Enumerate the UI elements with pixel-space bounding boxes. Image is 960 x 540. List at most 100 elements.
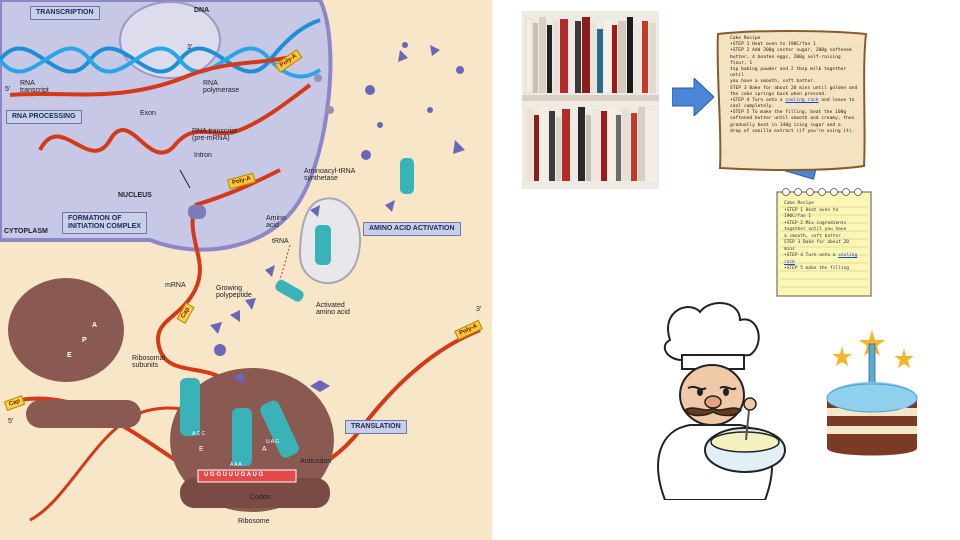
rna-transcript	[9, 53, 301, 97]
cooling-rack-link[interactable]: cooling rack	[785, 97, 819, 103]
translation-title: TRANSLATION	[345, 420, 407, 435]
three-prime-top: 3'	[187, 44, 193, 51]
parchment-background	[716, 30, 868, 171]
recipe-line: you have a smooth, soft batter.	[730, 79, 816, 85]
recipe-line: butter, 4 beaten eggs, 200g self-raising…	[730, 54, 844, 66]
recipe-step: •STEP 5 make the filling	[784, 266, 850, 272]
mrna-strand	[156, 168, 281, 391]
bookshelf-icon	[522, 11, 659, 189]
top-shelf-books	[525, 17, 656, 94]
pre-mrna-label: RNA transcript (pre-mRNA)	[192, 128, 238, 143]
recipe-line: cool completely.	[730, 104, 775, 110]
rna-polymerase-bubble	[119, 1, 221, 79]
recipe-line: •STEP 2 Add 200g caster sugar, 200g soft…	[730, 48, 852, 54]
nuclear-granule	[326, 106, 334, 114]
arrow-right-icon	[672, 78, 714, 116]
nuclear-pore	[188, 205, 206, 219]
recipe-line: and leave to	[818, 97, 855, 103]
formation-title: FORMATION OF INITIATION COMPLEX	[62, 212, 147, 235]
cooling-rack-link[interactable]: cooling	[838, 253, 858, 259]
recipe-line: the cake springs back when pressed.	[730, 91, 827, 97]
protein-synthesis-diagram: TRANSCRIPTION RNA PROCESSING FORMATION O…	[0, 0, 492, 540]
recipe-step: 190C/fan 1	[784, 214, 812, 220]
rna-processing-title: RNA PROCESSING	[6, 110, 82, 125]
anticodon-e: A C C	[192, 431, 206, 437]
activated-amino-acid-label: Activated amino acid	[316, 302, 350, 317]
recipe-line: •STEP 5 To make the filling, beat the 10…	[730, 110, 847, 116]
chef-icon	[657, 301, 786, 500]
trna-e	[180, 378, 200, 436]
recipe-card-1-text: Cake Recipe •STEP 1 Heat oven to 190C/fa…	[730, 36, 858, 135]
exon-label: Exon	[140, 110, 156, 117]
activated-trna	[275, 280, 304, 302]
trna-label: tRNA	[272, 238, 289, 245]
site-e-label: E	[199, 446, 204, 453]
cooling-rack-link[interactable]: rack	[784, 259, 795, 265]
recipe-step: STEP 3 Bake for about 20	[784, 240, 850, 246]
subunit-p-label: P	[82, 337, 87, 344]
trna-a	[260, 400, 299, 458]
activation-arrow	[279, 244, 291, 281]
ribosome-label: Ribosome	[238, 518, 270, 525]
recipe-step: •STEP 2 Mix ingredients	[784, 220, 847, 226]
spiral-rings	[782, 188, 862, 196]
notepad-background	[776, 188, 872, 297]
recipe-step: a smooth, soft batter	[784, 233, 841, 239]
small-subunit	[26, 400, 141, 428]
trna-p	[232, 408, 252, 466]
recipe-line: tsp baking powder and 2 tbsp milk togeth…	[730, 66, 849, 79]
subunit-a-label: A	[92, 322, 98, 329]
diagram-graphics	[0, 0, 481, 522]
large-subunit	[8, 278, 124, 382]
amino-acid-cluster	[210, 42, 465, 392]
recipe-step: together until you have	[784, 227, 847, 233]
free-trna	[400, 158, 414, 194]
recipe-line: gradually beat in 140g icing sugar and a	[730, 122, 841, 128]
rna-polymerase-label: RNA polymerase	[203, 80, 240, 95]
recipe-card-2-text: Cake Recipe •STEP 1 Heat oven to 190C/fa…	[784, 201, 870, 273]
recipe-step: •STEP 4 Turn onto a	[784, 253, 839, 259]
ribosomal-subunits-label: Ribosomal subunits	[132, 355, 166, 370]
mrna-label: mRNA	[165, 282, 186, 289]
synthetase-label: Aminoacyl-tRNA synthetase	[304, 168, 356, 183]
intron-label: Intron	[194, 152, 212, 159]
codon-label: Codon	[250, 494, 271, 501]
three-prime-right: 3'	[476, 306, 482, 313]
nuclear-granule	[314, 74, 322, 82]
recipe-line: Cake Recipe	[730, 36, 761, 41]
subunit-e-label: E	[67, 352, 72, 359]
dna-label: DNA	[194, 7, 210, 14]
rna-transcript-label: RNA transcript	[20, 80, 49, 95]
five-prime-bottom: 5'	[8, 418, 14, 425]
bottom-shelf-books	[526, 107, 656, 181]
pointer-line	[179, 169, 191, 189]
trna-on-synthetase	[315, 225, 331, 265]
site-a-label: A	[262, 446, 267, 453]
recipe-card-notepad: Cake Recipe •STEP 1 Heat oven to 190C/fa…	[776, 187, 872, 297]
recipe-line: •STEP 4 Turn onto a	[730, 97, 786, 103]
recipe-line: drop of vanilla extract (if you're using…	[730, 128, 855, 134]
amino-acid-activation-title: AMINO ACID ACTIVATION	[363, 222, 461, 237]
recipe-card-parchment: Cake Recipe •STEP 1 Heat oven to 190C/fa…	[714, 30, 870, 172]
codon-sequence: U G G U U U G A U G	[204, 472, 264, 478]
anticodon-a: U A G	[266, 439, 280, 445]
five-prime-left: 5'	[5, 86, 11, 93]
recipe-line: softened butter until smooth and creamy,…	[730, 116, 855, 122]
anticodon-label: Anticodon	[300, 458, 332, 465]
birthday-cake-icon	[826, 330, 918, 456]
cytoplasm-label: CYTOPLASM	[4, 228, 48, 235]
pre-mrna	[38, 83, 312, 155]
recipe-step: mins	[784, 246, 795, 252]
amino-acid-label: Amino acid	[266, 215, 286, 230]
recipe-step: •STEP 1 Heat oven to	[784, 207, 839, 213]
transcription-title: TRANSCRIPTION	[30, 6, 100, 21]
ribosome-small	[180, 478, 330, 508]
codon-band	[197, 469, 297, 483]
recipe-line: •STEP 1 Heat oven to 190C/fan 1	[730, 42, 816, 48]
ruled-lines	[780, 206, 868, 288]
recipe-line: STEP 3 Bake for about 20 mins until gold…	[730, 85, 858, 91]
nucleus-label: NUCLEUS	[118, 192, 152, 199]
growing-polypeptide-label: Growing polypeptide	[216, 285, 252, 300]
anticodon-p: A A A	[230, 462, 242, 468]
bookshelf-image	[522, 11, 659, 189]
